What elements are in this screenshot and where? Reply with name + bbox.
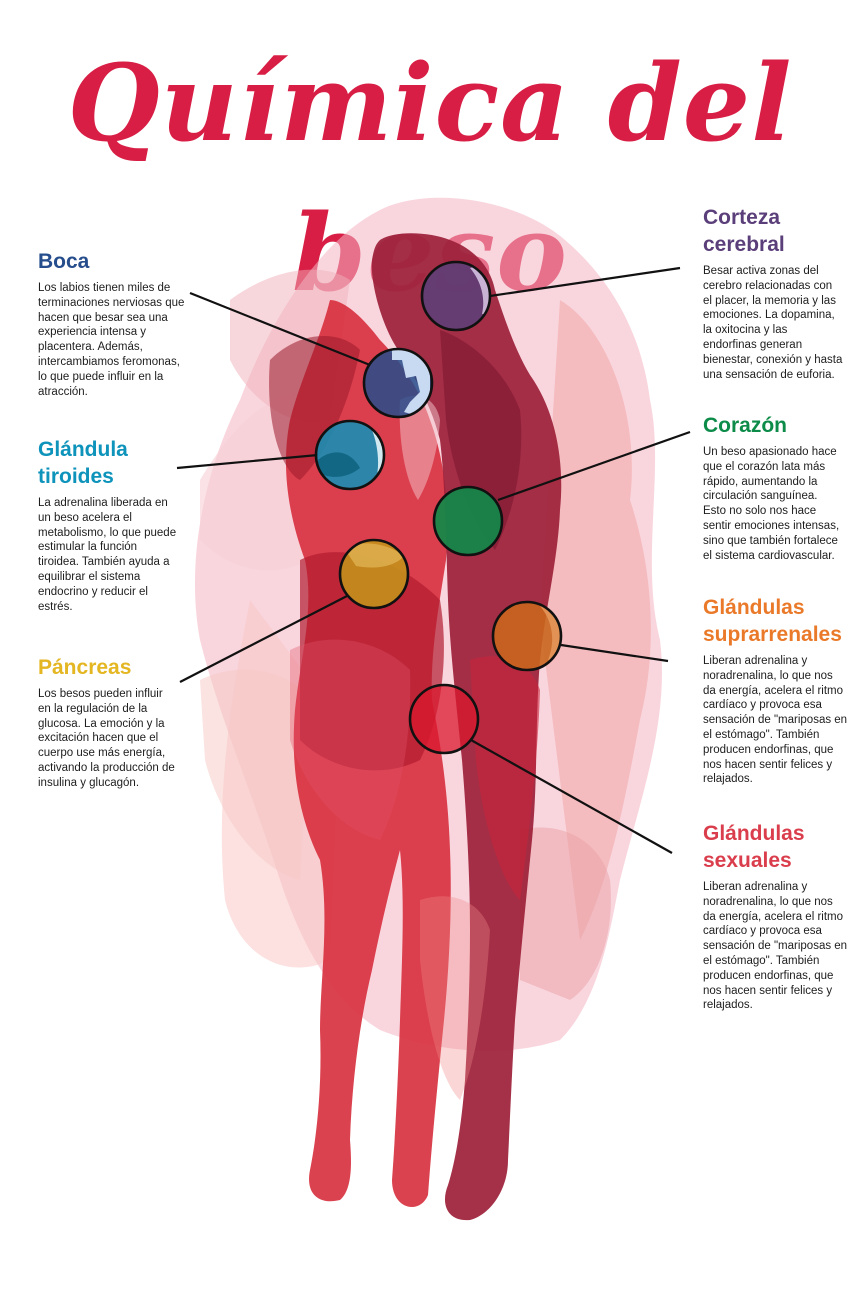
- silhouette-left-figure: [269, 300, 451, 1207]
- leader-line-corteza: [489, 266, 681, 298]
- label-suprarrenales-title-line2: suprarrenales: [703, 623, 842, 646]
- label-tiroides-title-line1: Glándula: [38, 438, 128, 461]
- organ-circle-tiroides: [314, 419, 386, 491]
- label-sexuales-title: Glándulas sexuales: [703, 820, 848, 874]
- organ-circle-boca: [362, 347, 434, 419]
- leader-line-corazon: [497, 430, 691, 502]
- leader-line-sexuales: [470, 739, 673, 854]
- silhouette-overlays: [290, 395, 490, 1100]
- label-suprarrenales: Glándulas suprarrenales Liberan adrenali…: [703, 594, 848, 787]
- label-suprarrenales-text: Liberan adrenalina y noradrenalina, lo q…: [703, 655, 848, 786]
- leader-line-pancreas: [179, 595, 348, 683]
- leader-line-suprarrenales: [560, 643, 669, 663]
- label-corazon-title: Corazón: [703, 414, 787, 437]
- label-corteza-title-line2: cerebral: [703, 233, 785, 256]
- label-corazon: Corazón Un beso apasionado hace que el c…: [703, 412, 843, 563]
- label-tiroides-title: Glándula tiroides: [38, 436, 178, 490]
- leader-line-tiroides: [176, 453, 319, 470]
- label-suprarrenales-title-line1: Glándulas: [703, 596, 805, 619]
- label-sexuales-title-line2: sexuales: [703, 849, 792, 872]
- label-pancreas-title: Páncreas: [38, 656, 132, 679]
- organ-circle-pancreas: [338, 538, 410, 610]
- label-corteza-title: Corteza cerebral: [703, 204, 843, 258]
- label-sexuales: Glándulas sexuales Liberan adrenalina y …: [703, 820, 848, 1013]
- label-pancreas: Páncreas Los besos pueden influir en la …: [38, 654, 178, 791]
- label-corazon-text: Un beso apasionado hace que el corazón l…: [703, 446, 840, 562]
- label-boca-text: Los labios tienen miles de terminaciones…: [38, 282, 185, 398]
- label-corteza: Corteza cerebral Besar activa zonas del …: [703, 204, 843, 382]
- label-tiroides: Glándula tiroides La adrenalina liberada…: [38, 436, 178, 614]
- leader-line-boca: [189, 291, 371, 367]
- label-corteza-text: Besar activa zonas del cerebro relaciona…: [703, 265, 843, 381]
- label-tiroides-text: La adrenalina liberada en un beso aceler…: [38, 497, 177, 613]
- label-corteza-title-line1: Corteza: [703, 206, 781, 229]
- organ-circle-corazon: [432, 485, 504, 557]
- label-boca: Boca Los labios tienen miles de terminac…: [38, 248, 186, 399]
- label-tiroides-title-line2: tiroides: [38, 465, 114, 488]
- label-boca-title: Boca: [38, 250, 90, 273]
- label-sexuales-title-line1: Glándulas: [703, 822, 805, 845]
- label-pancreas-text: Los besos pueden influir en la regulació…: [38, 688, 175, 789]
- label-suprarrenales-title: Glándulas suprarrenales: [703, 594, 848, 648]
- label-sexuales-text: Liberan adrenalina y noradrenalina, lo q…: [703, 881, 848, 1012]
- organ-circle-sexuales: [408, 683, 480, 755]
